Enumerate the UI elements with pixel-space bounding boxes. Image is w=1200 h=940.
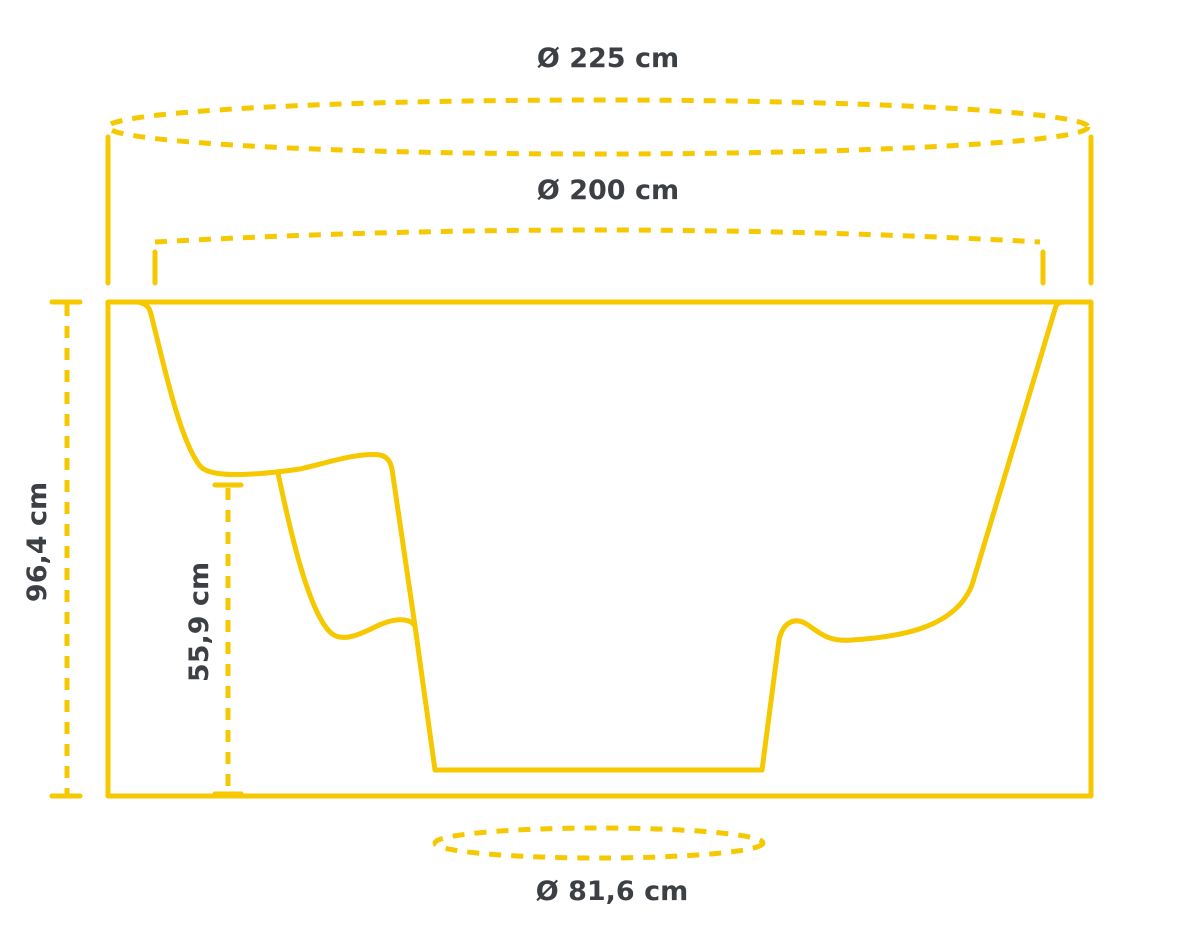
seat-height-label: 55,9 cm — [184, 562, 215, 682]
inner-diameter-label: Ø 200 cm — [537, 175, 679, 206]
tub-interior-profile — [135, 299, 1069, 773]
bottom-diameter-ellipse — [432, 825, 766, 861]
total-height-label: 96,4 cm — [22, 482, 53, 602]
outer-diameter-ellipse — [105, 97, 1091, 157]
inner-diameter-arc — [154, 227, 1041, 245]
tub-seat-profile — [275, 470, 418, 640]
tub-outer-body — [105, 299, 1094, 799]
bottom-diameter-label: Ø 81,6 cm — [536, 876, 689, 907]
outer-diameter-label: Ø 225 cm — [537, 43, 679, 74]
